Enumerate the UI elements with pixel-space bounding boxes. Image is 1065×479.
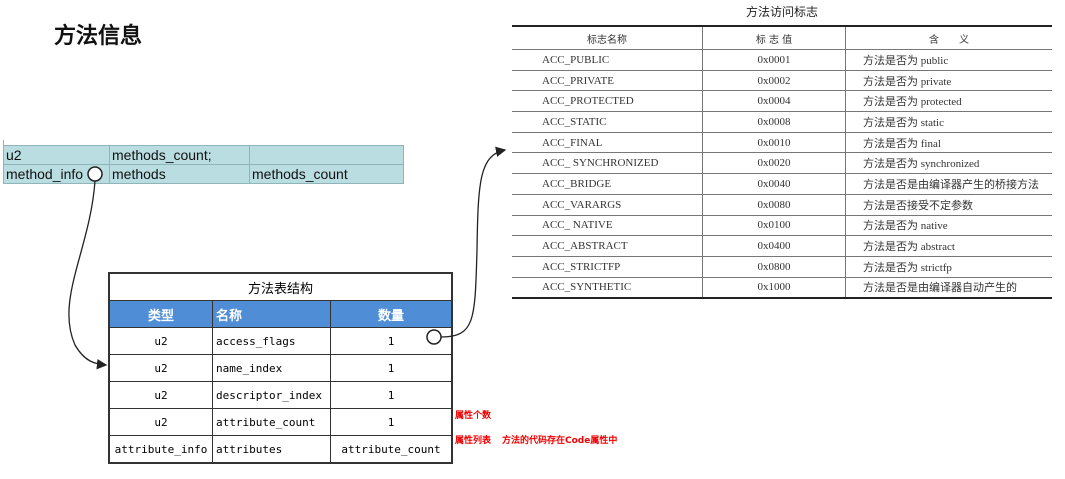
cell: 方法是否为 private: [845, 70, 1052, 92]
note-attribute-count: 属性个数: [455, 411, 492, 421]
cell: 方法是否是由编译器自动产生的: [845, 277, 1052, 299]
cell: ACC_ NATIVE: [512, 215, 703, 237]
page-title: 方法信息: [54, 24, 143, 49]
table-caption: 方法表结构: [108, 272, 453, 301]
cell: attribute_count: [330, 435, 453, 464]
cell: ACC_ABSTRACT: [512, 235, 703, 257]
header-meaning: 含 义: [845, 26, 1052, 50]
cell: 方法是否为 native: [845, 215, 1052, 237]
cell: u2: [3, 145, 110, 165]
cell: ACC_STRICTFP: [512, 256, 703, 278]
cell: 0x0080: [702, 194, 846, 216]
cell: ACC_PRIVATE: [512, 70, 703, 92]
cell: [249, 145, 404, 165]
cell: attribute_info: [108, 435, 213, 464]
cell: 0x0400: [702, 235, 846, 257]
cell: 方法是否是由编译器产生的桥接方法: [845, 173, 1052, 195]
cell: 0x0001: [702, 49, 846, 71]
table-edge: [3, 140, 405, 145]
header-flag-name: 标志名称: [512, 26, 703, 50]
cell: ACC_PROTECTED: [512, 90, 703, 113]
cell: ACC_PUBLIC: [512, 49, 703, 71]
header-count: 数量: [330, 300, 453, 328]
note-code-attribute: 方法的代码存在Code属性中: [502, 436, 618, 446]
arrow-methods-to-table: [68, 180, 108, 370]
cell: 0x0010: [702, 132, 846, 154]
cell: 0x0020: [702, 152, 846, 175]
cell: 1: [330, 408, 453, 436]
header-flag-value: 标 志 值: [702, 26, 846, 50]
cell: methods_count: [249, 164, 404, 184]
cell: ACC_BRIDGE: [512, 173, 703, 195]
cell: ACC_SYNTHETIC: [512, 277, 703, 299]
cell: descriptor_index: [212, 381, 331, 409]
cell: 方法是否为 static: [845, 111, 1052, 133]
cell: 0x0040: [702, 173, 846, 195]
connector-circle: [426, 329, 442, 345]
cell: 方法是否接受不定参数: [845, 194, 1052, 216]
cell: 1: [330, 354, 453, 382]
cell: 0x0002: [702, 70, 846, 92]
cell: 方法是否为 public: [845, 49, 1052, 71]
cell: u2: [108, 354, 213, 382]
cell: 0x0100: [702, 215, 846, 237]
cell: 0x0008: [702, 111, 846, 133]
cell: methods_count;: [109, 145, 250, 165]
access-flags-title: 方法访问标志: [745, 5, 818, 19]
cell: u2: [108, 408, 213, 436]
cell: 方法是否为 protected: [845, 90, 1052, 113]
cell: methods: [109, 164, 250, 184]
cell: 方法是否为 final: [845, 132, 1052, 154]
cell: ACC_FINAL: [512, 132, 703, 154]
cell: access_flags: [212, 327, 331, 355]
cell: 0x0004: [702, 90, 846, 113]
cell: 方法是否为 abstract: [845, 235, 1052, 257]
note-attribute-list: 属性列表: [455, 436, 492, 446]
cell: ACC_ SYNCHRONIZED: [512, 152, 703, 175]
cell: ACC_STATIC: [512, 111, 703, 133]
header-name: 名称: [212, 300, 331, 328]
cell: 0x1000: [702, 277, 846, 299]
cell: 方法是否为 strictfp: [845, 256, 1052, 278]
arrow-flags-to-access-table: [440, 146, 507, 338]
connector-circle: [87, 166, 103, 182]
cell: 方法是否为 synchronized: [845, 152, 1052, 175]
cell: attributes: [212, 435, 331, 464]
cell: ACC_VARARGS: [512, 194, 703, 216]
cell: 0x0800: [702, 256, 846, 278]
cell: attribute_count: [212, 408, 331, 436]
